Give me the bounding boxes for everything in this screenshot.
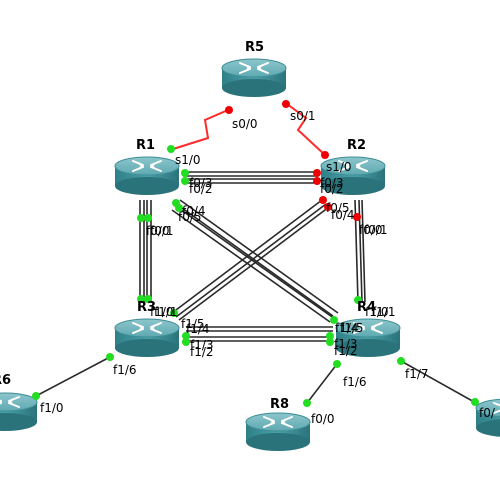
port-label-r3-f14: f1/4 bbox=[186, 322, 210, 336]
port-labels: s0/0 s0/1 s1/0 s1/0 f0/3 f0/2 f0/3 f0/2 … bbox=[40, 109, 496, 426]
router-label-r6: R6 bbox=[0, 373, 11, 388]
links bbox=[35, 103, 477, 404]
port-label-r7-f0: f0/ bbox=[479, 406, 496, 420]
port-label-r2-f05: f0/5 bbox=[326, 201, 350, 215]
port-dot-r6-f10 bbox=[32, 392, 40, 400]
link-r3-r4-b[interactable] bbox=[186, 336, 333, 342]
port-dot-r1-f02 bbox=[181, 177, 189, 185]
port-label-r1-f02: f0/2 bbox=[189, 182, 213, 196]
port-label-r4-f16: f1/6 bbox=[343, 375, 367, 389]
port-label-r3-f11: f1/1 bbox=[154, 305, 178, 319]
port-label-r3-f16: f1/6 bbox=[113, 363, 137, 377]
port-label-r2-f04: f0/4 bbox=[331, 208, 355, 222]
port-label-r1-f03: f0/3 bbox=[189, 176, 213, 190]
port-label-r1-f01: f0/1 bbox=[150, 224, 174, 238]
router-label-r5: R5 bbox=[245, 40, 264, 55]
router-r1[interactable] bbox=[114, 156, 180, 196]
serial-link-r5-r1[interactable] bbox=[169, 109, 229, 151]
port-dot-r1-f03 bbox=[181, 169, 189, 177]
port-label-r2-s10: s1/0 bbox=[326, 160, 352, 174]
port-label-r4-f11: f1/1 bbox=[372, 305, 396, 319]
router-r6[interactable] bbox=[0, 392, 38, 432]
port-dot-r4-f17 bbox=[397, 357, 405, 365]
port-dot-r3-f10 bbox=[137, 295, 145, 303]
port-dot-r4-f10 bbox=[354, 296, 362, 304]
router-r5[interactable] bbox=[221, 58, 287, 98]
port-dot-r4-f12 bbox=[326, 338, 334, 346]
port-label-r4-f15: f1/5 bbox=[340, 321, 364, 335]
port-label-r5-s00: s0/0 bbox=[232, 117, 258, 131]
router-labels: R5 R1 R2 R3 R4 R6 R8 bbox=[0, 40, 376, 412]
port-label-r3-f10: f1/0 bbox=[150, 305, 174, 319]
port-label-r4-f13: f1/3 bbox=[334, 337, 358, 351]
port-label-r1-f00: f0/0 bbox=[146, 224, 170, 238]
port-dot-r5-s00 bbox=[225, 106, 233, 114]
port-dot-r4-f16 bbox=[333, 360, 341, 368]
link-r3-r4-a[interactable] bbox=[186, 326, 333, 332]
port-label-r3-f15: f1/5 bbox=[181, 317, 205, 331]
port-dot-r1-f00 bbox=[137, 214, 145, 222]
port-dot-r3-f13 bbox=[182, 332, 190, 340]
port-label-r4-f10: f1/0 bbox=[365, 305, 389, 319]
router-label-r1: R1 bbox=[136, 138, 155, 153]
port-label-r3-f13: f1/3 bbox=[190, 338, 214, 352]
port-label-r5-s01: s0/1 bbox=[290, 109, 316, 123]
port-dot-r2-f00 bbox=[353, 213, 361, 221]
port-dot-r3-f11 bbox=[144, 295, 152, 303]
router-label-r3: R3 bbox=[137, 300, 156, 315]
router-r3[interactable] bbox=[114, 318, 180, 358]
port-dot-r1-s10 bbox=[167, 145, 175, 153]
router-label-r4: R4 bbox=[357, 300, 376, 315]
port-dot-r2-f03 bbox=[313, 169, 321, 177]
port-label-r2-f01: f0/1 bbox=[364, 223, 388, 237]
link-r3-r6[interactable] bbox=[35, 356, 111, 397]
port-label-r2-f02: f0/2 bbox=[320, 182, 344, 196]
router-r8[interactable] bbox=[245, 412, 311, 452]
port-dot-r8-f00 bbox=[303, 399, 311, 407]
port-dot-r3-f12 bbox=[182, 338, 190, 346]
link-r2-r3[interactable] bbox=[171, 199, 330, 321]
port-label-r2-f00: f0/0 bbox=[359, 223, 383, 237]
port-dot-r2-f05 bbox=[319, 196, 327, 204]
port-label-r1-s10: s1/0 bbox=[175, 153, 201, 167]
port-label-r3-f12: f1/2 bbox=[190, 345, 214, 359]
link-r1-r2-a[interactable] bbox=[183, 171, 318, 177]
port-dot-r2-f04 bbox=[324, 203, 332, 211]
port-label-r2-f03: f0/3 bbox=[320, 176, 344, 190]
port-dot-r2-f02 bbox=[313, 177, 321, 185]
serial-link-r5-r2[interactable] bbox=[286, 103, 326, 156]
link-r4-r8[interactable] bbox=[306, 363, 338, 404]
port-dot-r7-f0 bbox=[471, 398, 479, 406]
link-r4-r7[interactable] bbox=[400, 360, 477, 404]
port-label-r1-f05: f0/5 bbox=[178, 210, 202, 224]
link-r1-r2-b[interactable] bbox=[183, 178, 318, 184]
port-label-r8-f00: f0/0 bbox=[311, 412, 335, 426]
router-label-r8: R8 bbox=[270, 397, 289, 412]
port-dot-r5-s01 bbox=[282, 100, 290, 108]
port-dot-r4-f14 bbox=[330, 316, 338, 324]
port-dot-r3-f15 bbox=[170, 309, 178, 317]
port-dot-r1-f01 bbox=[144, 214, 152, 222]
port-dots bbox=[32, 100, 479, 407]
port-label-r4-f12: f1/2 bbox=[334, 344, 358, 358]
link-r1-r4[interactable] bbox=[171, 199, 339, 323]
port-label-r6-f10: f1/0 bbox=[40, 401, 64, 415]
port-label-r1-f04: f0/4 bbox=[182, 204, 206, 218]
port-dot-r1-f05 bbox=[175, 204, 183, 212]
port-label-r4-f17: f1/7 bbox=[405, 367, 429, 381]
port-label-r4-f14: f1/4 bbox=[335, 321, 359, 335]
port-dot-r2-s10 bbox=[321, 151, 329, 159]
router-label-r2: R2 bbox=[347, 138, 366, 153]
port-dot-r4-f13 bbox=[326, 332, 334, 340]
port-dot-r3-f16 bbox=[106, 353, 114, 361]
